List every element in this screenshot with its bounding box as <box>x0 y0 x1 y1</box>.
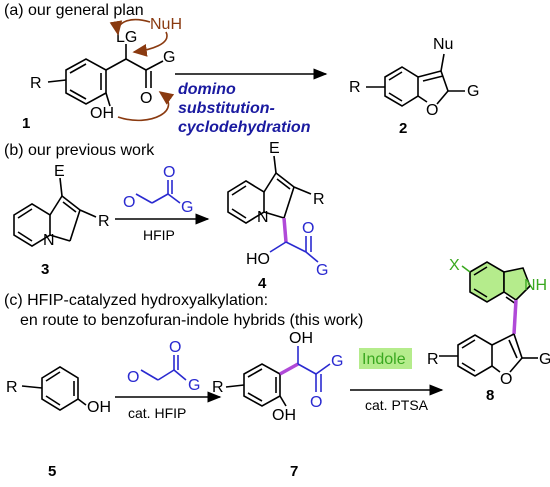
compound-7-new-bonds <box>279 346 331 392</box>
compound-7-r: R <box>212 379 224 396</box>
compound-8-indole <box>461 261 531 305</box>
compound-7-oh: OH <box>272 407 296 424</box>
compound-1-o: O <box>140 90 152 107</box>
section-c-header-1: (c) HFIP-catalyzed hydroxyalkylation: <box>4 292 268 309</box>
compound-1-oh: OH <box>90 105 114 122</box>
compound-2-nu: Nu <box>433 36 453 53</box>
compound-4-r: R <box>313 191 325 208</box>
reagent-c-o2: O <box>169 339 181 356</box>
condition-c2: cat. PTSA <box>365 397 429 413</box>
compound-8-g: G <box>539 351 550 368</box>
compound-3-e: E <box>54 163 65 180</box>
compound-2-o: O <box>426 102 438 119</box>
reagent-c-g: G <box>188 377 200 394</box>
compound-5-structure <box>21 366 87 411</box>
domino-line-3: cyclodehydration <box>178 119 311 136</box>
glyoxal-reagent-b <box>135 180 181 204</box>
nuh-reagent: NuH <box>150 16 182 33</box>
compound-1-lg: LG <box>116 29 137 46</box>
compound-4-o: O <box>302 220 314 237</box>
compound-5-r: R <box>6 379 18 396</box>
condition-b: HFIP <box>143 227 175 243</box>
compound-8-nh: NH <box>524 277 547 294</box>
compound-2-label: 2 <box>399 120 407 137</box>
compound-7-structure <box>225 363 287 407</box>
compound-8-o: O <box>500 371 512 388</box>
section-c-header-2: en route to benzofuran-indole hybrids (t… <box>20 312 363 329</box>
compound-1-g: G <box>163 49 175 66</box>
compound-1-r: R <box>30 75 42 92</box>
reagent-b-o2: O <box>163 164 175 181</box>
condition-c1: cat. HFIP <box>128 405 186 421</box>
section-b-header: (b) our previous work <box>4 142 155 159</box>
compound-2-r: R <box>349 79 361 96</box>
compound-4-g: G <box>316 262 328 279</box>
electron-arrows <box>109 18 175 122</box>
compound-7-o: O <box>310 394 322 411</box>
compound-8-label: 8 <box>486 387 494 404</box>
compound-3-structure <box>13 177 97 247</box>
compound-7-oh-top: OH <box>289 330 313 347</box>
compound-4-ho: HO <box>246 251 270 268</box>
compound-8-benzofuran <box>439 299 538 377</box>
compound-5-label: 5 <box>48 463 56 480</box>
compound-2-structure <box>366 53 465 107</box>
reagent-c-o1: O <box>127 369 139 386</box>
glyoxal-reagent-c <box>140 355 187 381</box>
reagent-b-g: G <box>181 199 193 216</box>
section-a-header: (a) our general plan <box>4 2 144 19</box>
compound-5-oh: OH <box>87 399 111 416</box>
indole-label: Indole <box>362 351 406 368</box>
compound-3-r: R <box>98 213 110 230</box>
compound-1-structure <box>47 44 164 107</box>
compound-2-g: G <box>467 83 479 100</box>
compound-8-x: X <box>449 257 460 274</box>
compound-7-g: G <box>331 353 343 370</box>
compound-3-label: 3 <box>41 261 49 278</box>
compound-4-n: N <box>257 209 269 226</box>
compound-4-new-bonds <box>269 217 319 263</box>
compound-3-n: N <box>43 232 55 249</box>
compound-4-structure <box>227 155 312 224</box>
compound-1-label: 1 <box>22 115 30 132</box>
compound-4-label: 4 <box>258 275 267 292</box>
domino-line-2: substitution- <box>178 100 275 117</box>
indole-label-highlight <box>359 348 412 369</box>
compound-8-r: R <box>427 351 439 368</box>
compound-4-e: E <box>269 140 280 157</box>
compound-7-label: 7 <box>290 463 298 480</box>
reagent-b-o1: O <box>123 194 135 211</box>
domino-line-1: domino <box>178 81 236 98</box>
